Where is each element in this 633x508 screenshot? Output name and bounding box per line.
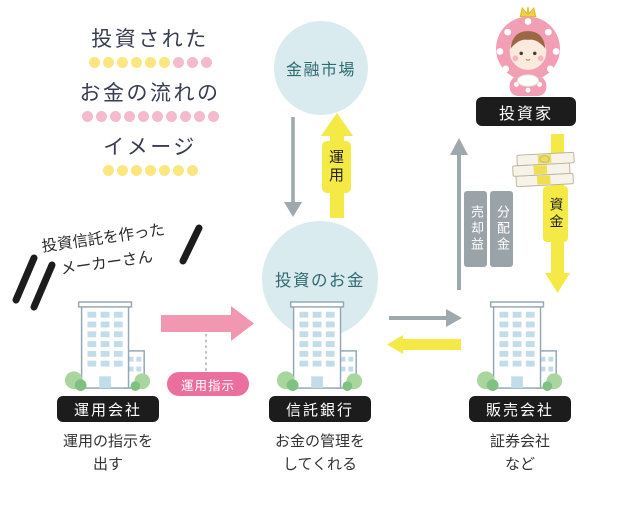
management-company-caption: 運用の指示を 出す [33,430,183,477]
hair-shape [510,31,546,49]
face-shape [509,33,547,70]
management-caption-line-1: 運用の指示を [62,432,153,450]
financial-market-node: 金融市場 [274,21,368,115]
building-illustration-sales [476,301,563,391]
investment-money-label: 投資のお金 [275,271,365,290]
sales-company-caption: 証券会社 など [445,430,595,477]
trust-bank-label: 信託銀行 [269,396,371,422]
building-illustration-management [64,301,151,391]
sales-caption-line-2: など [504,455,535,474]
diagram-title: 投資された お金の流れの イメージ [46,23,254,185]
title-line-2: お金の流れの [79,81,221,105]
title-line-1: 投資された [91,27,209,51]
maker-note: 投資信託を作った メーカーさん [13,214,196,288]
trust-caption-line-1: お金の管理を [274,432,365,450]
management-caption-line-2: 出す [92,455,123,474]
management-company-label: 運用会社 [57,396,159,422]
sales-company-label: 販売会社 [469,396,571,422]
title-underline-dots-3 [46,165,254,176]
crown-icon [519,6,537,18]
arrow-management-to-trust [161,306,254,341]
title-underline-dots-2 [46,111,254,122]
title-line-3: イメージ [103,135,197,159]
sale-profit-flow-label: 売却益 [464,191,487,267]
financial-market-label: 金融市場 [285,60,356,79]
funds-flow-label: 資金 [543,186,568,242]
title-underline-dots-1 [46,57,254,68]
arrow-market-to-investment [284,117,302,217]
distribution-flow-label: 分配金 [490,191,513,267]
building-illustration-trust-bank [276,301,363,391]
money-stack-icon [512,151,575,188]
arrow-trust-to-sales [389,309,462,327]
investor-label: 投資家 [476,97,576,126]
operation-instruction-badge: 運用指示 [167,372,249,396]
operation-flow-label: 運用 [322,141,351,193]
trust-bank-caption: お金の管理を してくれる [245,430,395,477]
sales-caption-line-1: 証券会社 [489,432,550,450]
arrow-sales-to-trust [387,335,461,354]
trust-caption-line-2: してくれる [282,455,358,474]
investor-character-illustration [496,6,560,97]
